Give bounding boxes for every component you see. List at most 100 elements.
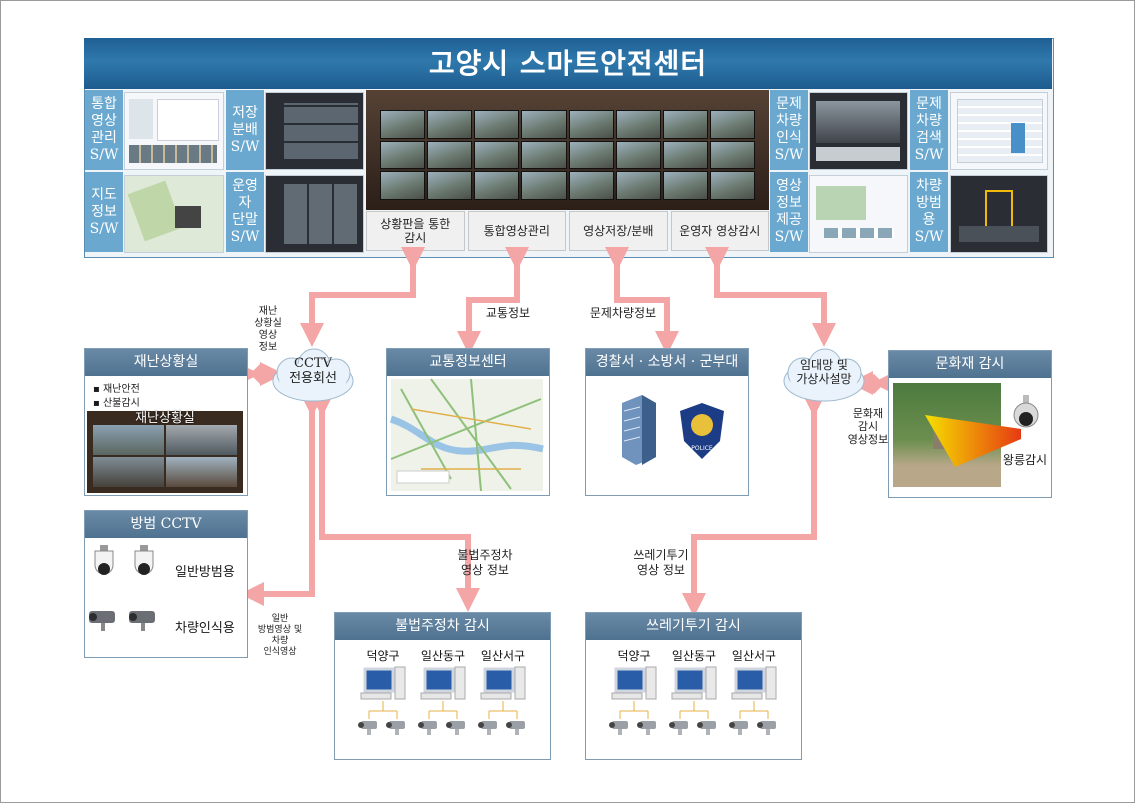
monitor-tile [662, 140, 708, 170]
flow-label-disaster: 재난 상황실 영상 정보 [254, 306, 282, 353]
dumping-district-ilsandong: 일산동구 [671, 649, 717, 663]
screenshot-vehicle-crime [950, 175, 1048, 253]
monitor-tile [662, 171, 708, 200]
box-crime-cctv-title: 방범 CCTV [85, 511, 247, 538]
parking-network-diagram [358, 666, 526, 735]
box-illegal-parking: 불법주정차 감시 덕양구 일산동구 일산서구 [334, 612, 551, 760]
cctv-camera-icon [386, 721, 405, 735]
box-heritage-title: 문화재 감시 [889, 351, 1051, 378]
monitor-tile [568, 110, 614, 139]
arrow-traffic-to-center [457, 247, 529, 355]
cctv-camera-icon [418, 721, 437, 735]
dumping-district-deogyang: 덕양구 [617, 649, 651, 663]
cloud-cctv-line [272, 348, 354, 402]
police-badge-text: POLICE [691, 445, 713, 452]
label-operator-terminal: 운영자 단말 S/W [226, 172, 264, 252]
monitor-tile [521, 171, 567, 200]
box-illegal-dumping: 쓰레기투기 감시 덕양구 일산동구 일산서구 [585, 612, 802, 760]
building-icon [622, 395, 656, 465]
cloud-lease-line-label: 임대망 및 가상사설망 [796, 358, 852, 386]
bullet-camera-pair-icon [89, 611, 155, 631]
arrow-cctv-down-to-crime [240, 393, 324, 606]
flow-label-heritage: 문화재 감시 영상정보 [847, 407, 889, 446]
arrow-cctv-to-center [300, 247, 425, 347]
cctv-camera-icon [609, 721, 628, 735]
computer-icon [611, 666, 657, 700]
monitor-tile [521, 110, 567, 139]
monitor-tile [615, 110, 661, 139]
screenshot-operator-terminal [265, 175, 364, 253]
cctv-camera-icon [669, 721, 688, 735]
monitor-wall-photo [366, 90, 769, 210]
bullet-disaster-safety: ▪ 재난안전 [93, 384, 140, 395]
cloud-lease-line [783, 348, 865, 402]
flow-label-traffic: 교통정보 [485, 306, 531, 320]
box-crime-cctv: 방범 CCTV 일반방범용 차량인식용 [84, 510, 248, 658]
monitor-tile [709, 171, 755, 200]
arrow-lease-to-center [705, 247, 836, 347]
monitor-tile [521, 140, 567, 170]
monitor-tile [662, 110, 708, 139]
cctv-camera-icon [506, 721, 525, 735]
photo-royal-tomb-label: 왕릉감시 [1002, 453, 1048, 467]
label-vehicle-crime-prevention: 차량 방범용 S/W [910, 172, 948, 252]
photo-disaster-label: 재난상황실 [135, 411, 195, 426]
monitor-tile [615, 171, 661, 200]
cctv-camera-icon [446, 721, 465, 735]
dumping-district-ilsanseo: 일산서구 [731, 649, 777, 663]
network-line [368, 701, 398, 719]
box-police-title: 경찰서 · 소방서 · 군부대 [586, 349, 748, 376]
network-line [428, 701, 458, 719]
flow-label-dumping: 쓰레기투기 영상 정보 [633, 548, 689, 577]
box-dumping-title: 쓰레기투기 감시 [586, 613, 801, 640]
box-heritage: 문화재 감시 왕릉감시 [888, 350, 1052, 498]
connector-diamond-right [864, 374, 884, 394]
parking-district-ilsanseo: 일산서구 [480, 649, 526, 663]
flow-label-problem-vehicle: 문제차량정보 [589, 306, 657, 320]
bullet-wildfire: ▪ 산불감시 [93, 398, 140, 409]
caption-situation-board: 상황판을 통한 감시 [366, 211, 465, 251]
network-line [679, 701, 709, 719]
box-traffic-center: 교통정보센터 [386, 348, 550, 496]
monitor-tile [427, 171, 473, 200]
camera-view-cone [925, 415, 1021, 467]
screenshot-vehicle-search [950, 92, 1048, 170]
cctv-camera-icon [697, 721, 716, 735]
monitor-tile [709, 110, 755, 139]
arrow-police-to-center [605, 247, 679, 355]
monitor-tile [380, 110, 426, 139]
arrow-lease-down-to-dumping [682, 393, 826, 617]
cctv-camera-icon [478, 721, 497, 735]
police-badge-icon: POLICE [680, 403, 724, 459]
network-line [739, 701, 769, 719]
label-integrated-video: 통합 영상 관리 S/W [85, 90, 123, 170]
monitor-tile [380, 171, 426, 200]
monitor-tile [474, 110, 520, 139]
computer-icon [360, 666, 406, 700]
dome-camera-icon [1013, 395, 1039, 428]
monitor-tile [427, 110, 473, 139]
monitor-tile [474, 171, 520, 200]
screenshot-integrated-video [124, 92, 224, 170]
box-traffic-center-title: 교통정보센터 [387, 349, 549, 376]
traffic-map [389, 378, 544, 492]
label-video-info-provision: 영상 정보 제공 S/W [770, 172, 808, 252]
box-parking-title: 불법주정차 감시 [335, 613, 550, 640]
box-police-fire-military: 경찰서 · 소방서 · 군부대 POLICE [585, 348, 749, 496]
photo-disaster-room: 재난상황실 [87, 411, 243, 493]
dumping-network-diagram [609, 666, 777, 735]
monitor-tile [568, 140, 614, 170]
cctv-camera-icon [729, 721, 748, 735]
parking-district-ilsandong: 일산동구 [420, 649, 466, 663]
label-storage-dist: 저장 분배 S/W [226, 90, 264, 170]
cloud-cctv-line-label: CCTV 전용회선 [289, 356, 337, 386]
cctv-camera-icon [757, 721, 776, 735]
computer-icon [671, 666, 717, 700]
label-problem-vehicle-search: 문제 차량 검색 S/W [910, 90, 948, 170]
caption-row: 상황판을 통한 감시 통합영상관리 영상저장/분배 운영자 영상감시 [366, 211, 769, 251]
caption-integrated-video: 통합영상관리 [467, 211, 566, 251]
flow-label-cctv: 일반 방범영상 및 차량 인식영상 [257, 614, 303, 657]
arrow-cctv-down-to-parking [310, 393, 480, 612]
box-disaster-room-title: 재난상황실 [85, 349, 247, 376]
